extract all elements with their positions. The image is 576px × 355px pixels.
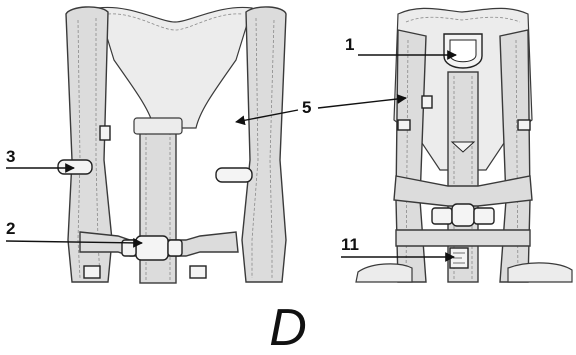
back-buckle-left bbox=[432, 208, 452, 224]
back-pad bbox=[98, 7, 252, 128]
svg-text:2: 2 bbox=[6, 219, 15, 238]
leg-pad-right bbox=[508, 263, 572, 282]
left-loop-buckle bbox=[58, 160, 92, 174]
svg-text:11: 11 bbox=[341, 235, 359, 254]
right-loop-buckle bbox=[216, 168, 252, 182]
figure-letter: D bbox=[269, 299, 307, 355]
svg-text:1: 1 bbox=[345, 35, 354, 54]
chest-buckle bbox=[136, 236, 168, 260]
svg-text:3: 3 bbox=[6, 147, 15, 166]
right-shoulder-strap bbox=[242, 7, 286, 282]
back-buckle-right bbox=[474, 208, 494, 224]
leg-pad-left bbox=[356, 264, 412, 282]
back-buckle-center bbox=[452, 204, 474, 226]
svg-text:5: 5 bbox=[302, 98, 311, 117]
harness-back-view bbox=[356, 8, 572, 282]
